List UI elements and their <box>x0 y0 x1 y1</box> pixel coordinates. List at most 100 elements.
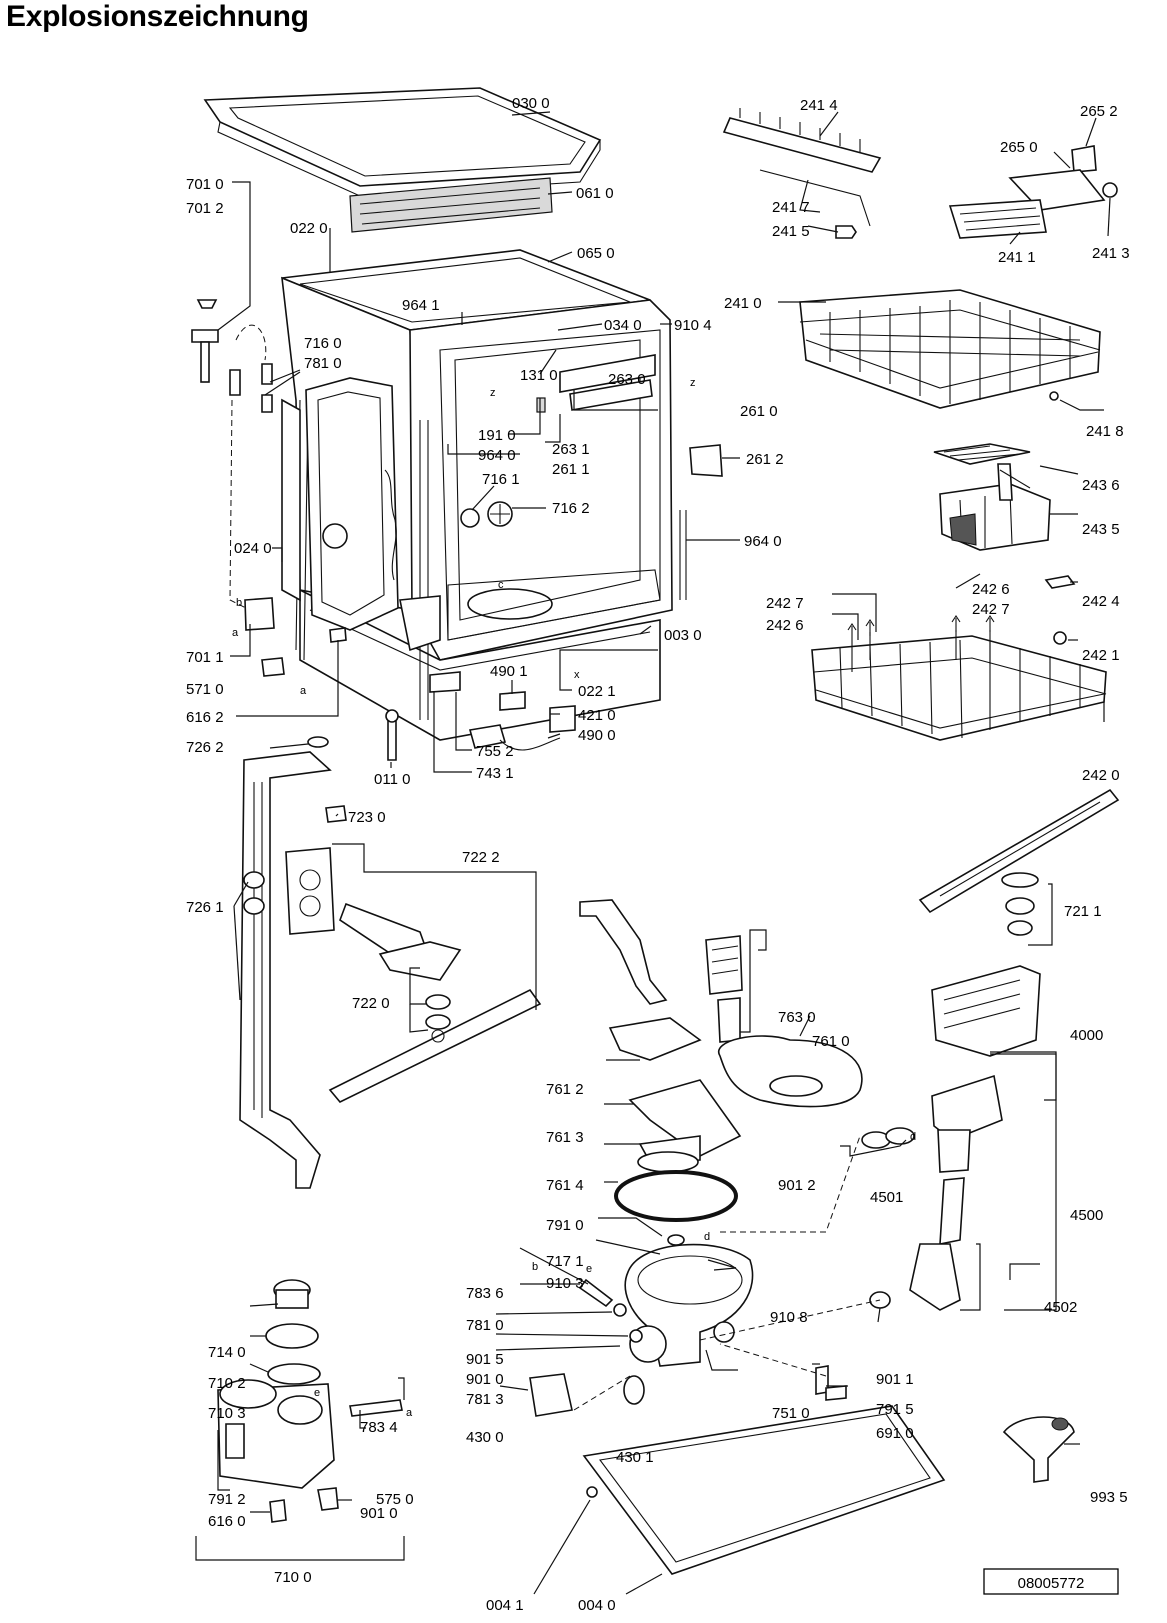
upper-spray-arm-721-1 <box>918 788 1120 946</box>
label-242-7-b: 242 7 <box>972 601 1010 618</box>
seal-716-0 <box>305 377 399 631</box>
label-714-0: 714 0 <box>208 1344 246 1361</box>
sump-small-parts <box>529 1234 847 1417</box>
label-421-0: 421 0 <box>578 707 616 724</box>
label-710-3: 710 3 <box>208 1405 246 1422</box>
label-4500: 4500 <box>1070 1207 1103 1224</box>
svg-text:z: z <box>490 387 496 399</box>
label-241-4: 241 4 <box>800 97 838 114</box>
svg-text:d: d <box>704 1231 710 1243</box>
label-4000: 4000 <box>1070 1027 1103 1044</box>
label-261-2: 261 2 <box>746 451 784 468</box>
label-575-0: 575 0 <box>376 1491 414 1508</box>
label-616-0: 616 0 <box>208 1513 246 1530</box>
label-901-1: 901 1 <box>876 1371 914 1388</box>
label-022-1: 022 1 <box>578 683 616 700</box>
label-781-0-b: 781 0 <box>466 1317 504 1334</box>
label-571-0: 571 0 <box>186 681 224 698</box>
label-241-0: 241 0 <box>724 295 762 312</box>
label-004-1: 004 1 <box>486 1597 524 1614</box>
label-791-5: 791 5 <box>876 1401 914 1418</box>
base-plate-004-0 <box>582 1405 946 1575</box>
label-4502: 4502 <box>1044 1299 1077 1316</box>
label-783-6: 783 6 <box>466 1285 504 1302</box>
label-241-8: 241 8 <box>1086 423 1124 440</box>
label-261-1: 261 1 <box>552 461 590 478</box>
label-131-0: 131 0 <box>520 367 558 384</box>
salt-container-710 <box>217 1279 403 1523</box>
sump-leaders <box>495 929 1057 1391</box>
tub-parts <box>399 354 723 652</box>
doc-number: 08005772 <box>1018 1575 1085 1592</box>
label-964-1: 964 1 <box>402 297 440 314</box>
label-243-5: 243 5 <box>1082 521 1120 538</box>
label-781-0: 781 0 <box>304 355 342 372</box>
label-781-3: 781 3 <box>466 1391 504 1408</box>
label-791-2: 791 2 <box>208 1491 246 1508</box>
label-723-0: 723 0 <box>348 809 386 826</box>
label-265-2: 265 2 <box>1080 103 1118 120</box>
label-242-4: 242 4 <box>1082 593 1120 610</box>
page-title: Explosionszeichnung <box>6 0 309 33</box>
dispenser-701 <box>191 299 347 677</box>
label-910-8: 910 8 <box>770 1309 808 1326</box>
cabinet-leaders <box>217 111 740 773</box>
label-241-3: 241 3 <box>1092 245 1130 262</box>
label-716-2: 716 2 <box>552 500 590 517</box>
label-022-0: 022 0 <box>290 220 328 237</box>
label-616-2: 616 2 <box>186 709 224 726</box>
label-024-0: 024 0 <box>234 540 272 557</box>
label-701-2: 701 2 <box>186 200 224 217</box>
label-901-0-b: 901 0 <box>360 1505 398 1522</box>
cup-shelf-241-4 <box>722 108 882 239</box>
label-4501: 4501 <box>870 1189 903 1206</box>
label-743-1: 743 1 <box>476 765 514 782</box>
label-061-0: 061 0 <box>576 185 614 202</box>
insulation-061-0 <box>349 177 553 233</box>
label-717-1: 717 1 <box>546 1253 584 1270</box>
inlet-pipe <box>579 899 668 1005</box>
label-490-1: 490 1 <box>490 663 528 680</box>
side-wall-024-0 <box>281 398 301 602</box>
label-003-0: 003 0 <box>664 627 702 644</box>
label-034-0: 034 0 <box>604 317 642 334</box>
door-small-parts <box>385 671 576 761</box>
upper-basket-241-0 <box>799 289 1101 409</box>
label-191-0: 191 0 <box>478 427 516 444</box>
label-241-5: 241 5 <box>772 223 810 240</box>
label-430-1: 430 1 <box>616 1449 654 1466</box>
label-751-0: 751 0 <box>772 1405 810 1422</box>
label-761-4: 761 4 <box>546 1177 584 1194</box>
label-263-0: 263 0 <box>608 371 646 388</box>
svg-text:e: e <box>314 1387 320 1399</box>
label-964-0-b: 964 0 <box>744 533 782 550</box>
label-004-0: 004 0 <box>578 1597 616 1614</box>
svg-text:c: c <box>498 579 504 591</box>
filter-763-0 <box>705 935 743 1043</box>
water-pipe-726-1 <box>239 736 332 1189</box>
spray-leaders <box>233 743 537 1033</box>
svg-text:a: a <box>300 685 307 697</box>
label-726-1: 726 1 <box>186 899 224 916</box>
label-763-0: 763 0 <box>778 1009 816 1026</box>
label-761-3: 761 3 <box>546 1129 584 1146</box>
svg-text:e: e <box>586 1263 592 1275</box>
filter-plate-761 <box>608 1017 863 1173</box>
svg-text:b: b <box>532 1261 538 1273</box>
label-011-0: 011 0 <box>374 771 410 788</box>
label-242-1: 242 1 <box>1082 647 1120 664</box>
part-labels: 030 0 061 0 022 0 065 0 701 0 701 2 964 … <box>186 95 1130 1614</box>
motor-4000 <box>931 965 1041 1057</box>
lower-basket-242-0 <box>811 575 1107 741</box>
basket-arrows <box>847 615 995 640</box>
cutlery-basket-243 <box>933 443 1051 551</box>
worktop-030-0 <box>203 87 602 197</box>
basket-leaders <box>778 111 1111 722</box>
label-716-1: 716 1 <box>482 471 520 488</box>
label-964-0-a: 964 0 <box>478 447 516 464</box>
sump-dashed <box>573 1135 881 1411</box>
label-722-0: 722 0 <box>352 995 390 1012</box>
label-243-6: 243 6 <box>1082 477 1120 494</box>
gasket-791-0 <box>614 1170 738 1222</box>
